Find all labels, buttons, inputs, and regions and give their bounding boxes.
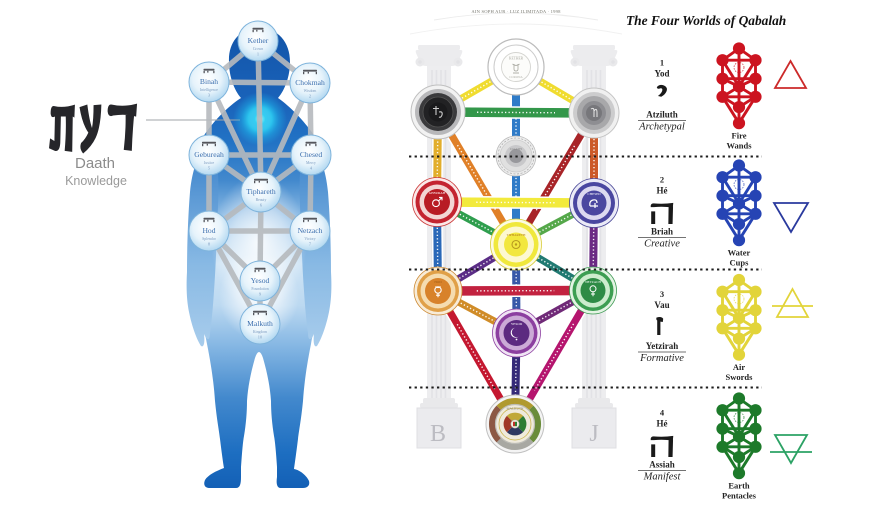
svg-text:Assiah: Assiah bbox=[649, 460, 675, 470]
svg-text:Wands: Wands bbox=[726, 141, 752, 151]
svg-text:Gebureah: Gebureah bbox=[194, 150, 224, 159]
svg-text:2: 2 bbox=[660, 175, 664, 185]
svg-text:YESOD: YESOD bbox=[511, 322, 523, 326]
svg-text:Splendor: Splendor bbox=[202, 237, 216, 241]
svg-text:CORONA: CORONA bbox=[509, 75, 523, 79]
svg-text:J: J bbox=[589, 421, 598, 447]
svg-text:Justice: Justice bbox=[204, 161, 215, 165]
svg-text:HOD: HOD bbox=[434, 280, 442, 284]
svg-text:1: 1 bbox=[257, 52, 259, 57]
svg-text:Victory: Victory bbox=[304, 237, 315, 241]
svg-text:3: 3 bbox=[660, 289, 664, 299]
svg-text:Netzach: Netzach bbox=[298, 226, 323, 235]
svg-text:Chokmah: Chokmah bbox=[295, 78, 325, 87]
svg-text:Wisdom: Wisdom bbox=[304, 89, 317, 93]
svg-text:1: 1 bbox=[660, 58, 664, 68]
svg-text:Malkuth: Malkuth bbox=[247, 319, 273, 328]
svg-text:Crown: Crown bbox=[253, 47, 263, 51]
svg-text:GEBURAH: GEBURAH bbox=[429, 191, 446, 195]
svg-text:DAATH: DAATH bbox=[510, 147, 522, 151]
svg-text:Creative: Creative bbox=[644, 239, 680, 250]
svg-text:Yetzirah: Yetzirah bbox=[646, 341, 679, 351]
svg-text:Water: Water bbox=[728, 248, 751, 258]
svg-text:Hé: Hé bbox=[657, 419, 668, 429]
svg-text:MALKUTH: MALKUTH bbox=[507, 407, 525, 411]
svg-text:Fire: Fire bbox=[732, 131, 747, 141]
svg-text:Vau: Vau bbox=[654, 300, 669, 310]
svg-text:Manifest: Manifest bbox=[643, 472, 682, 483]
svg-text:TIPHARETH: TIPHARETH bbox=[507, 233, 526, 237]
svg-text:Tiphareth: Tiphareth bbox=[246, 187, 275, 196]
svg-text:Kether: Kether bbox=[248, 36, 269, 45]
svg-text:Mercy: Mercy bbox=[306, 161, 316, 165]
svg-text:Air: Air bbox=[733, 362, 746, 372]
svg-text:KETHER: KETHER bbox=[509, 57, 524, 61]
svg-text:Knowledge: Knowledge bbox=[65, 174, 127, 188]
svg-text:Yod: Yod bbox=[654, 69, 669, 79]
svg-text:Yesod: Yesod bbox=[251, 276, 270, 285]
svg-text:Intelligence: Intelligence bbox=[200, 88, 218, 92]
svg-text:Earth: Earth bbox=[728, 481, 750, 491]
svg-text:Hé: Hé bbox=[657, 186, 668, 196]
svg-text:Foundation: Foundation bbox=[251, 287, 268, 291]
svg-text:Chesed: Chesed bbox=[300, 150, 323, 159]
svg-text:Formative: Formative bbox=[639, 353, 684, 364]
svg-text:Beauty: Beauty bbox=[256, 198, 267, 202]
svg-text:Daath: Daath bbox=[75, 155, 115, 172]
svg-text:B: B bbox=[430, 421, 446, 447]
svg-text:Pentacles: Pentacles bbox=[722, 491, 757, 501]
svg-text:CHESED: CHESED bbox=[587, 192, 601, 196]
svg-text:Briah: Briah bbox=[651, 227, 673, 237]
svg-text:Hod: Hod bbox=[202, 226, 215, 235]
svg-text:Atziluth: Atziluth bbox=[646, 110, 678, 120]
svg-text:Swords: Swords bbox=[726, 372, 754, 382]
svg-text:2: 2 bbox=[309, 94, 311, 99]
svg-text:Binah: Binah bbox=[200, 77, 218, 86]
svg-text:AIN SOPH AUR · LUZ ILIMITADA ·: AIN SOPH AUR · LUZ ILIMITADA · 1998 bbox=[471, 9, 561, 14]
svg-text:The Four Worlds of Qabalah: The Four Worlds of Qabalah bbox=[626, 13, 786, 28]
svg-text:Archetypal: Archetypal bbox=[638, 122, 685, 133]
svg-text:NETZACH: NETZACH bbox=[585, 280, 601, 284]
svg-text:Cups: Cups bbox=[730, 258, 750, 268]
svg-text:Kingdom: Kingdom bbox=[253, 330, 267, 334]
